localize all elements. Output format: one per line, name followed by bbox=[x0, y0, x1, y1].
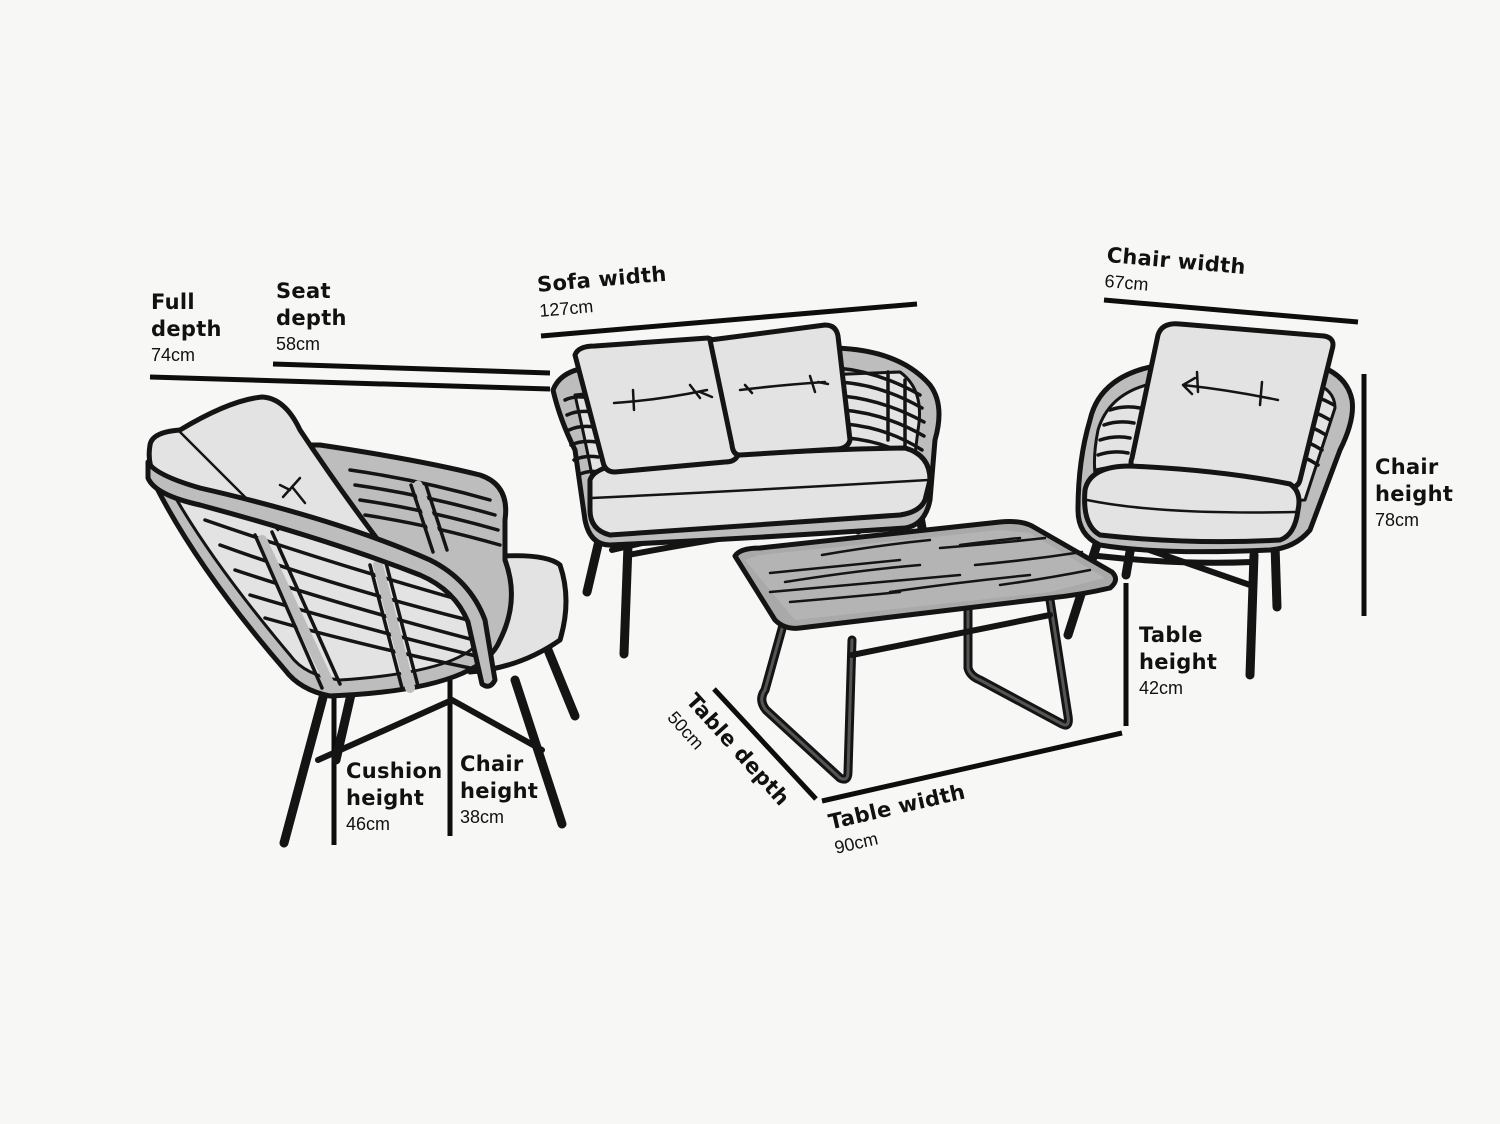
chair-height-left-title-1: Chair bbox=[460, 752, 524, 776]
full-depth-label: Full depth 74cm bbox=[151, 289, 222, 367]
seat-depth-line bbox=[272, 361, 551, 376]
sofa bbox=[550, 322, 942, 659]
chair-height-right-title-1: Chair bbox=[1375, 455, 1439, 479]
cushion-height-title-1: Cushion bbox=[346, 759, 443, 783]
full-depth-value: 74cm bbox=[151, 345, 196, 365]
chair-height-right-label: Chair height 78cm bbox=[1375, 454, 1453, 532]
table-width-line bbox=[821, 730, 1123, 804]
chair-height-right-value: 78cm bbox=[1375, 510, 1420, 530]
chair-height-left-value: 38cm bbox=[460, 807, 505, 827]
coffee-table bbox=[732, 519, 1118, 784]
seat-depth-title-2: depth bbox=[276, 306, 347, 330]
dimension-lines bbox=[149, 297, 1367, 845]
table-height-title-1: Table bbox=[1139, 623, 1203, 647]
left-armchair bbox=[145, 394, 580, 848]
right-armchair bbox=[1063, 321, 1355, 680]
chair-height-left-title-2: height bbox=[460, 779, 539, 803]
sofa-width-line bbox=[540, 301, 918, 339]
chair-height-left-label: Chair height 38cm bbox=[460, 751, 538, 829]
seat-depth-label: Seat depth 58cm bbox=[276, 278, 347, 356]
seat-depth-title-1: Seat bbox=[276, 279, 331, 303]
seat-depth-value: 58cm bbox=[276, 334, 321, 354]
chair-height-right-title-2: height bbox=[1375, 482, 1454, 506]
table-height-value: 42cm bbox=[1139, 678, 1184, 698]
table-depth-line bbox=[712, 687, 818, 801]
cushion-height-label: Cushion height 46cm bbox=[346, 758, 443, 836]
full-depth-title-1: Full bbox=[151, 290, 195, 314]
full-depth-line bbox=[149, 374, 551, 392]
cushion-height-value: 46cm bbox=[346, 814, 391, 834]
chair-width-line bbox=[1103, 297, 1359, 325]
full-depth-title-2: depth bbox=[151, 317, 222, 341]
table-height-title-2: height bbox=[1139, 650, 1218, 674]
cushion-height-title-2: height bbox=[346, 786, 425, 810]
table-height-label: Table height 42cm bbox=[1139, 622, 1217, 700]
